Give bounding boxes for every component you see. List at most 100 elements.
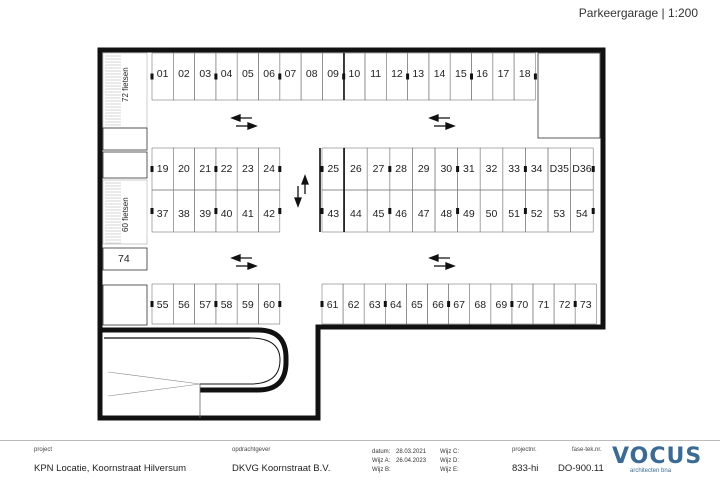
space-label: 51 bbox=[508, 208, 520, 220]
column bbox=[278, 301, 282, 307]
column bbox=[278, 166, 282, 172]
date-value: 28.03.2021 bbox=[396, 449, 427, 455]
wijz-d-label: Wijz D: bbox=[440, 458, 459, 464]
space-label: 44 bbox=[350, 208, 362, 220]
space-label: 08 bbox=[306, 68, 318, 80]
space-label: 71 bbox=[538, 299, 550, 311]
space-label: 05 bbox=[242, 68, 254, 80]
column bbox=[591, 208, 595, 214]
space-label: 26 bbox=[350, 163, 362, 175]
space-label: 41 bbox=[242, 208, 254, 220]
column bbox=[278, 208, 282, 214]
bikes-top-label: 72 fietsen bbox=[121, 67, 130, 102]
wijz-b-label: Wijz B: bbox=[372, 467, 391, 473]
column bbox=[456, 208, 460, 214]
date-label: datum: bbox=[372, 449, 391, 455]
space-label: 28 bbox=[395, 163, 407, 175]
space-label: D35 bbox=[550, 163, 569, 175]
column bbox=[150, 208, 154, 214]
column bbox=[342, 73, 346, 80]
space-label: 02 bbox=[178, 68, 190, 80]
space-label: 17 bbox=[498, 68, 510, 80]
title-block: project KPN Locatie, Koornstraat Hilvers… bbox=[0, 440, 720, 481]
space-label: 37 bbox=[157, 208, 169, 220]
column bbox=[214, 208, 218, 214]
column bbox=[523, 208, 527, 214]
wijz-a-label: Wijz A: bbox=[372, 458, 391, 464]
space-label: 16 bbox=[476, 68, 488, 80]
projectnr-value: 833-hi bbox=[512, 463, 539, 474]
project-label: project bbox=[34, 447, 53, 453]
space-label: 30 bbox=[440, 163, 452, 175]
outer-walls bbox=[97, 47, 606, 421]
space-label: 14 bbox=[434, 68, 446, 80]
fase-label: fase-tek.nr. bbox=[572, 447, 602, 453]
sheet-title: Parkeergarage | 1:200 bbox=[578, 6, 698, 20]
space-label: 46 bbox=[395, 208, 407, 220]
space-label: 48 bbox=[440, 208, 452, 220]
wijz-a-value: 26.04.2023 bbox=[396, 458, 427, 464]
space-label: 50 bbox=[486, 208, 498, 220]
space-label: 72 bbox=[559, 299, 571, 311]
space-label: 66 bbox=[432, 299, 444, 311]
column bbox=[320, 208, 324, 214]
cores bbox=[102, 52, 601, 326]
space-label: 23 bbox=[242, 163, 254, 175]
space-label: 64 bbox=[390, 299, 402, 311]
arrow-4 bbox=[428, 254, 456, 270]
column bbox=[510, 301, 514, 307]
space-label: 29 bbox=[418, 163, 430, 175]
space-label: 63 bbox=[369, 299, 381, 311]
space-label: 47 bbox=[418, 208, 430, 220]
space-label: 42 bbox=[263, 208, 275, 220]
space-label: 12 bbox=[391, 68, 403, 80]
space-label: 67 bbox=[453, 299, 465, 311]
space-label: 73 bbox=[580, 299, 592, 311]
wijz-c-label: Wijz C: bbox=[440, 449, 459, 455]
space-label: D36 bbox=[572, 163, 591, 175]
space-label: 25 bbox=[327, 163, 339, 175]
space-label: 57 bbox=[199, 299, 211, 311]
space-label: 18 bbox=[519, 68, 531, 80]
client-value: DKVG Koornstraat B.V. bbox=[232, 463, 331, 474]
space-label: 39 bbox=[199, 208, 211, 220]
space-label: 11 bbox=[370, 68, 381, 80]
space-label: 60 bbox=[263, 299, 275, 311]
traffic-arrows bbox=[230, 114, 456, 270]
space-label: 40 bbox=[221, 208, 233, 220]
space-label: 03 bbox=[199, 68, 211, 80]
column bbox=[388, 208, 392, 214]
column bbox=[388, 166, 392, 172]
space-label: 34 bbox=[531, 163, 543, 175]
column bbox=[278, 73, 282, 80]
space-label: 65 bbox=[411, 299, 423, 311]
space-label: 19 bbox=[157, 163, 169, 175]
space-label: 61 bbox=[327, 299, 339, 311]
space-label: 15 bbox=[455, 68, 467, 80]
column bbox=[573, 301, 577, 307]
space-label: 54 bbox=[576, 208, 588, 220]
column bbox=[214, 301, 218, 307]
bikes-bottom-label: 60 fietsen bbox=[121, 197, 130, 232]
space-label: 24 bbox=[263, 163, 275, 175]
space-label: 01 bbox=[157, 68, 169, 80]
vocus-logo-sub: architecten bna bbox=[630, 468, 672, 474]
space-label: 06 bbox=[263, 68, 275, 80]
space-label: 09 bbox=[327, 68, 339, 80]
space-label: 20 bbox=[178, 163, 190, 175]
space-label: 69 bbox=[496, 299, 508, 311]
column bbox=[470, 73, 473, 80]
column bbox=[320, 301, 324, 307]
column bbox=[383, 301, 387, 307]
fase-value: DO-900.11 bbox=[558, 463, 604, 474]
space-label: 56 bbox=[178, 299, 190, 311]
space-label: 68 bbox=[474, 299, 486, 311]
column bbox=[150, 73, 154, 80]
space-label: 04 bbox=[221, 68, 233, 80]
arrow-2 bbox=[428, 114, 456, 130]
project-value: KPN Locatie, Koornstraat Hilversum bbox=[34, 463, 187, 474]
column bbox=[214, 166, 218, 172]
space-label: 45 bbox=[373, 208, 385, 220]
column bbox=[533, 73, 537, 80]
